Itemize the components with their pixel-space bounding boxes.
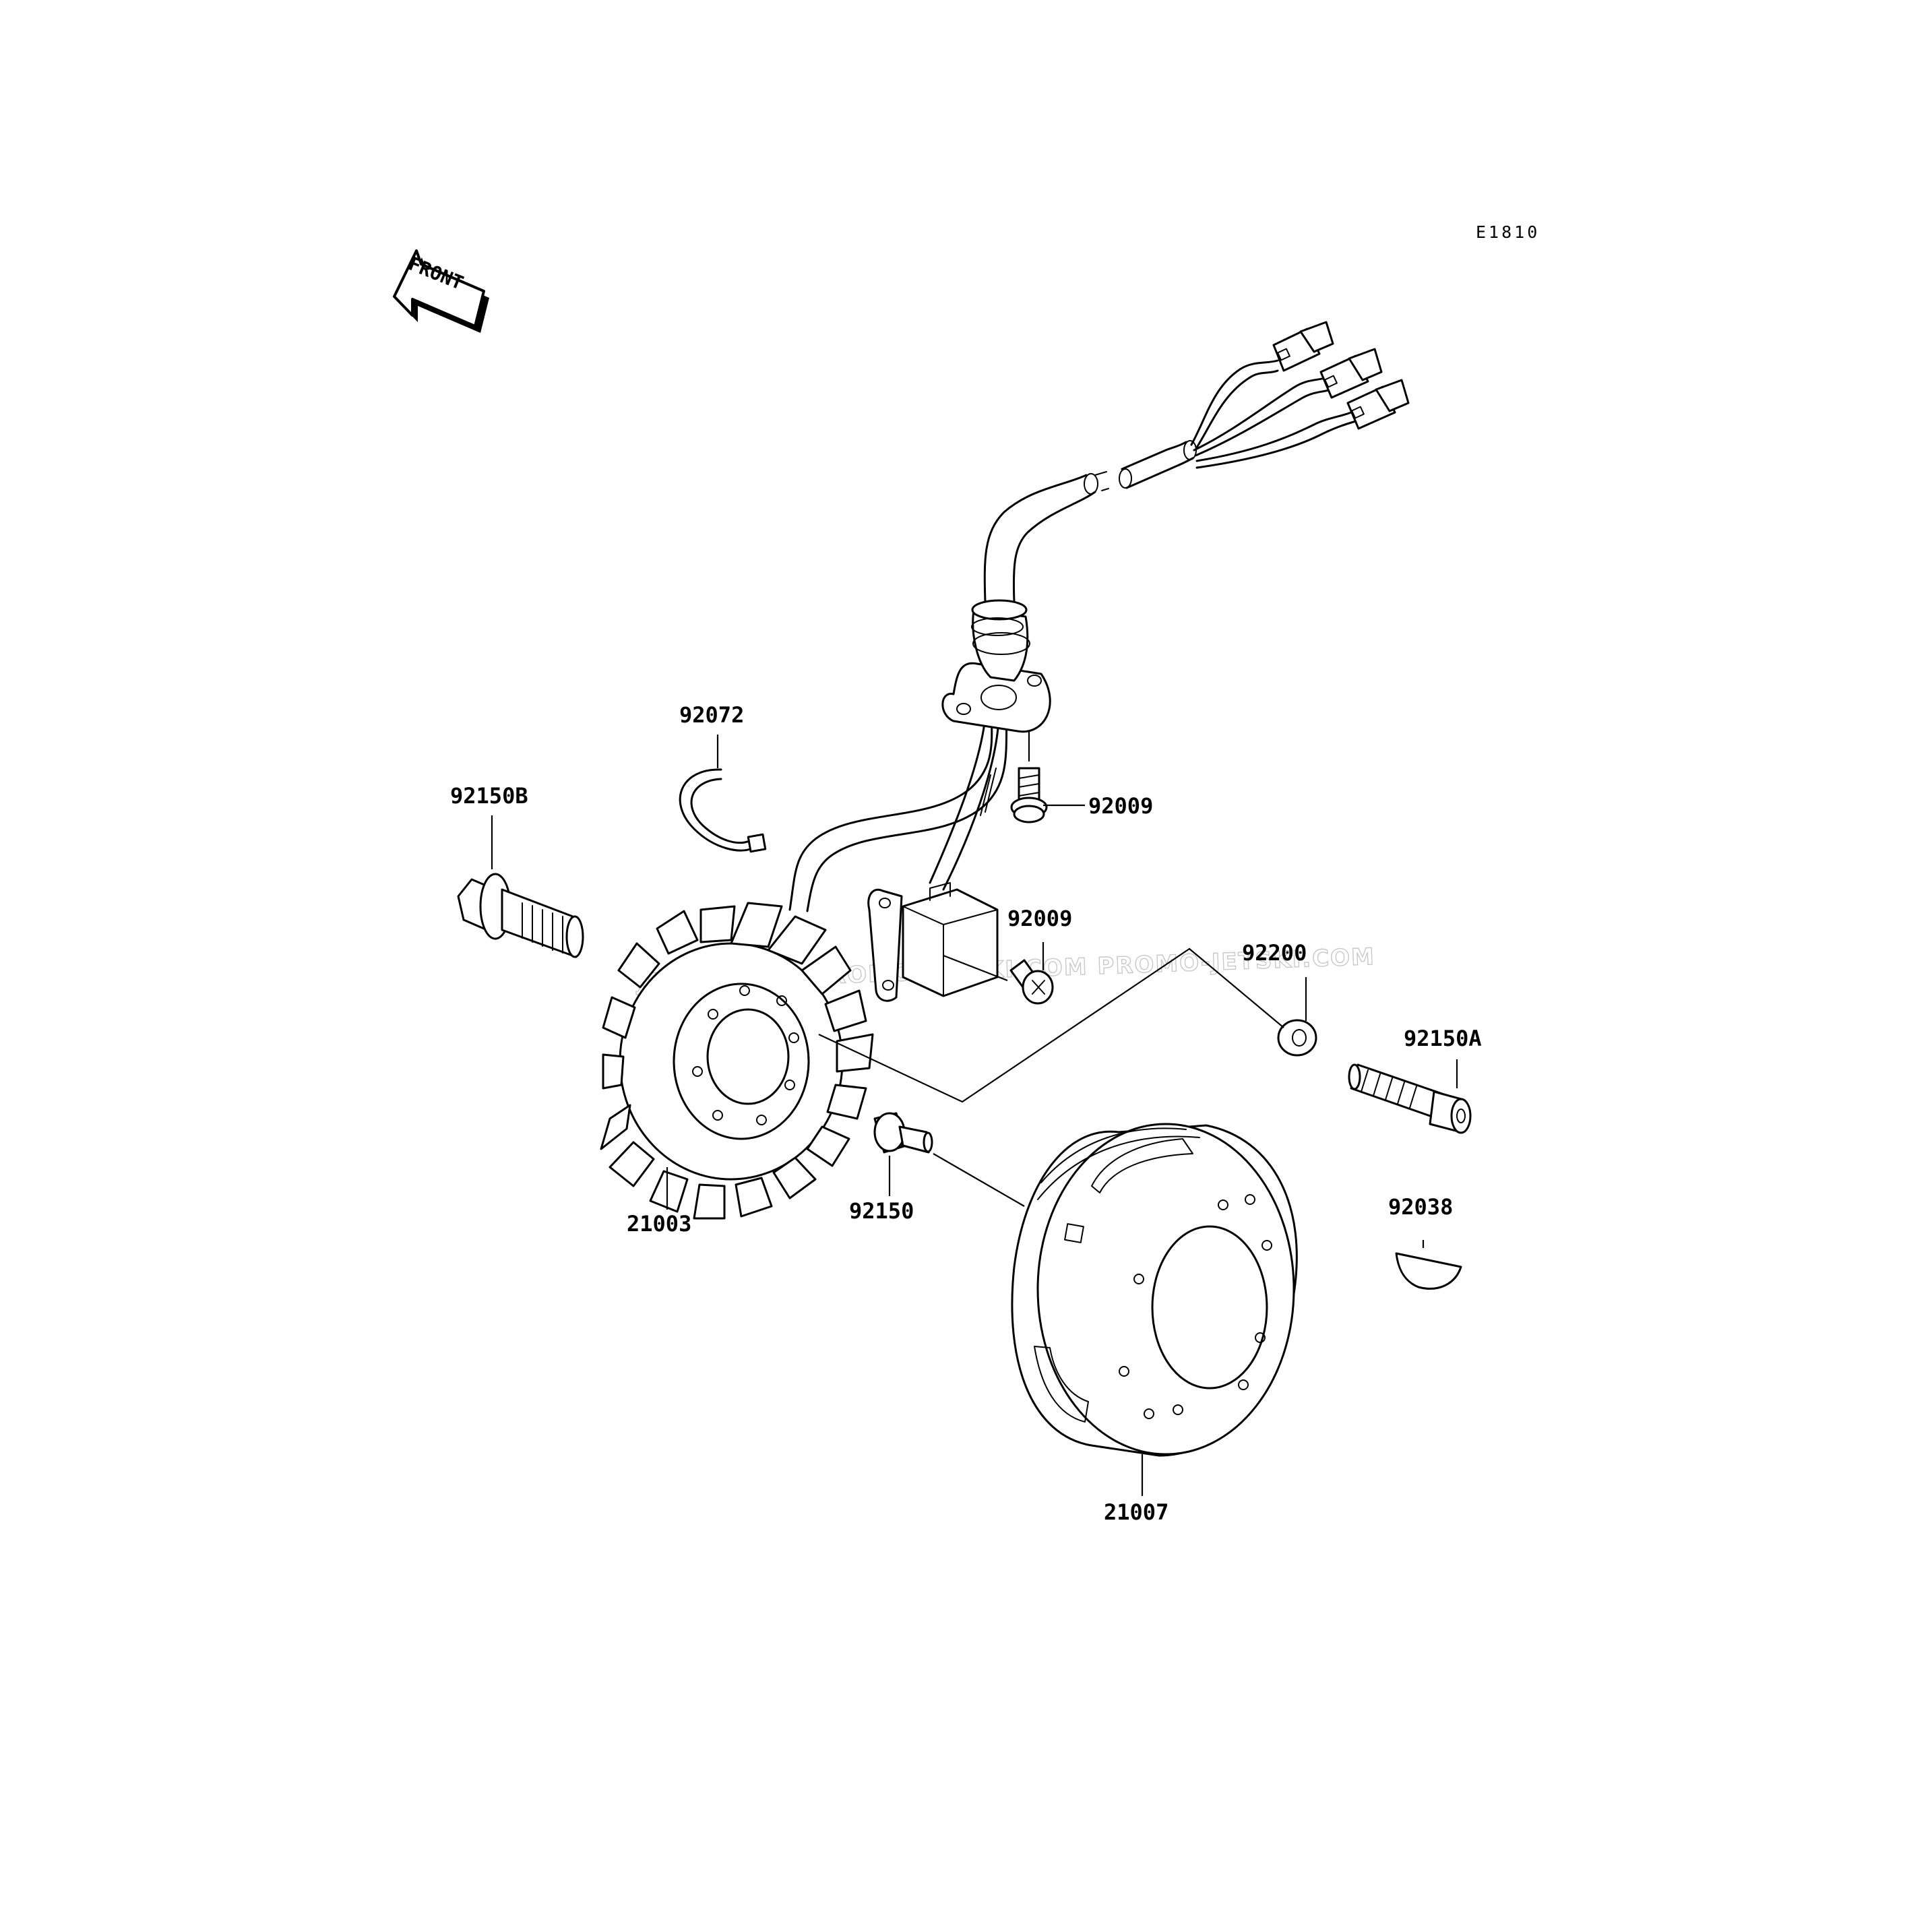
reference-code: E1810 <box>1476 222 1540 242</box>
front-direction-arrow: FRONT <box>393 249 489 333</box>
bolt-92150b <box>457 873 584 958</box>
part-label-92150a: 92150A <box>1404 1026 1482 1051</box>
bolt-92150 <box>873 1112 933 1154</box>
flywheel-rotor <box>1011 1123 1298 1457</box>
washer-92200 <box>1277 1019 1317 1057</box>
wire-harness <box>788 321 1410 912</box>
cable-tie <box>679 768 767 853</box>
stator-assembly <box>600 902 874 1220</box>
leader-lines <box>491 731 1458 1496</box>
part-label-21007: 21007 <box>1104 1499 1168 1525</box>
part-label-21003: 21003 <box>627 1211 691 1237</box>
woodruff-key-92038 <box>1395 1252 1462 1290</box>
part-label-92150: 92150 <box>849 1198 914 1224</box>
part-label-92072: 92072 <box>679 702 744 728</box>
part-label-92200: 92200 <box>1242 940 1307 966</box>
part-label-92150b: 92150B <box>450 783 528 809</box>
bolt-92150a <box>1348 1063 1472 1134</box>
screw-92009-upper <box>1010 767 1048 823</box>
part-label-92038: 92038 <box>1388 1194 1453 1220</box>
part-label-92009-upper: 92009 <box>1088 793 1153 819</box>
part-label-92009-lower: 92009 <box>1007 906 1072 931</box>
pickup-coil-sensor <box>867 882 999 1002</box>
screw-92009-lower <box>1009 959 1054 1005</box>
